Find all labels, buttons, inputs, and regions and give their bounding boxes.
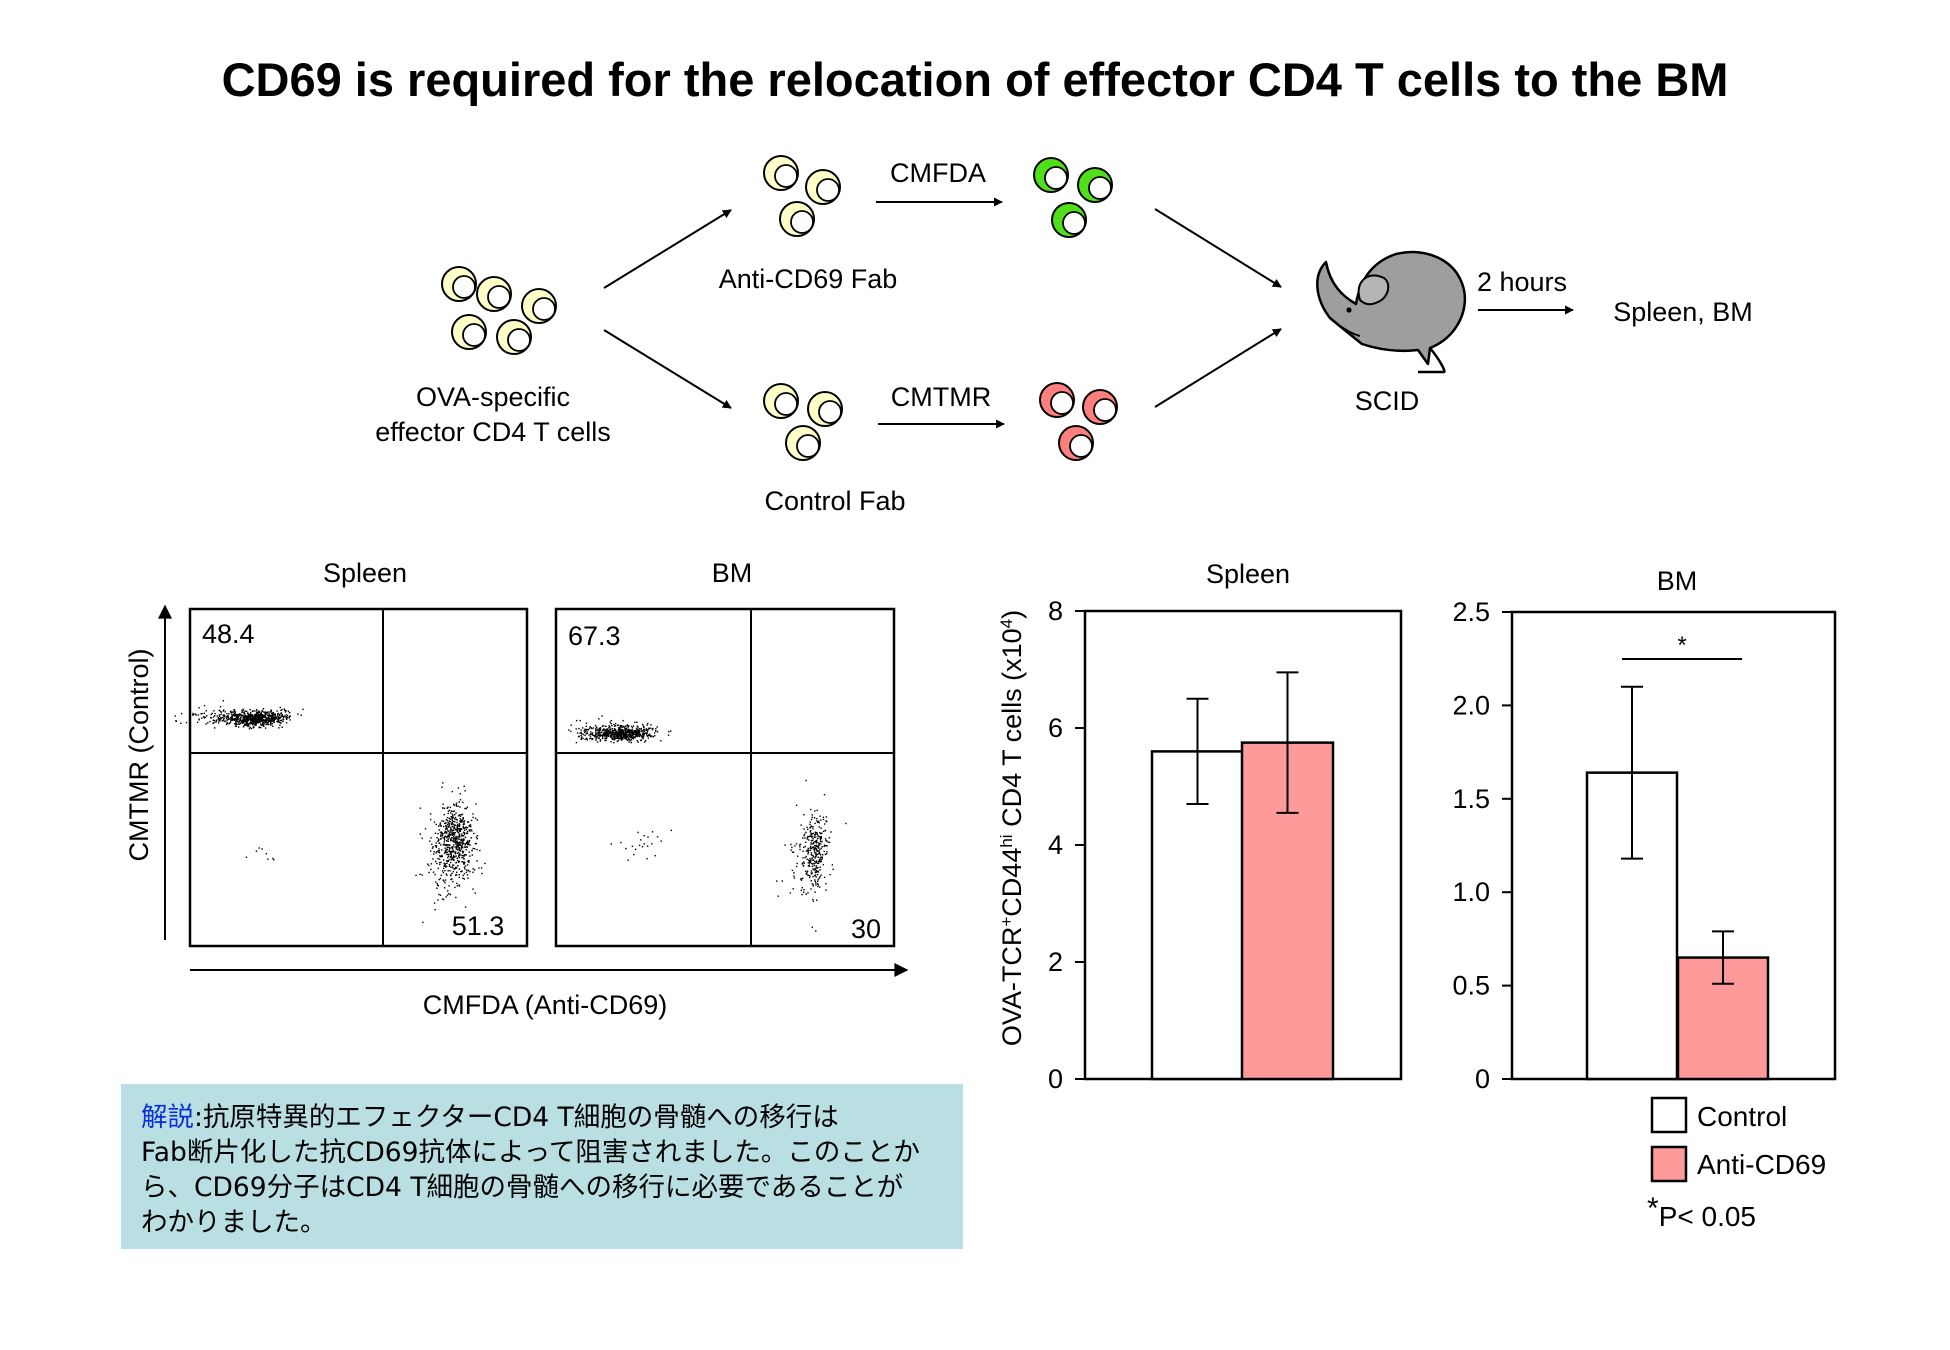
cmfda-labeled-cell-cluster	[1033, 157, 1113, 238]
cell-icon	[779, 201, 815, 237]
significance-star: *	[1677, 632, 1686, 659]
flow-x-axis-label: CMFDA (Anti-CD69)	[423, 990, 668, 1020]
legend-pvalue-text: P< 0.05	[1659, 1201, 1756, 1232]
cell-icon	[521, 288, 557, 324]
bar-chart-spleen: 0 2 4 6 8	[1048, 596, 1403, 1094]
bm-upper-left-percent: 67.3	[568, 621, 621, 651]
y-tick-label: 2.0	[1452, 690, 1490, 720]
legend-pvalue-star: *	[1647, 1192, 1659, 1225]
legend-anti-cd69-swatch	[1650, 1145, 1688, 1183]
spleen-lower-right-percent: 51.3	[452, 911, 505, 941]
legend: Control Anti-CD69 *P< 0.05	[1647, 1096, 1826, 1232]
flow-plot-bm	[554, 607, 896, 948]
cmfda-label: CMFDA	[890, 158, 986, 188]
bm-lower-right-percent: 30	[851, 914, 881, 944]
y-tick-label: 0	[1048, 1064, 1063, 1094]
note-line-1-text: :抗原特異的エフェクターCD4 T細胞の骨髄への移行は	[194, 1102, 839, 1133]
y-tick-label: 0.5	[1452, 971, 1490, 1001]
two-hours-label: 2 hours	[1477, 267, 1567, 297]
cell-icon	[763, 383, 799, 419]
cell-icon	[807, 391, 843, 427]
legend-pvalue: *P< 0.05	[1647, 1192, 1756, 1232]
note-line-4: わかりました。	[141, 1207, 327, 1238]
note-lead: 解説	[141, 1102, 194, 1133]
y-tick-label: 4	[1048, 830, 1063, 860]
source-cells-label-line2: effector CD4 T cells	[375, 417, 611, 447]
cell-icon	[1033, 157, 1069, 193]
cell-icon	[496, 319, 532, 355]
cell-icon	[1051, 202, 1087, 238]
note-line-3: ら、CD69分子はCD4 T細胞の骨髄への移行に必要であることが	[141, 1172, 904, 1203]
control-fab-cell-cluster	[763, 383, 843, 461]
source-cells-label-line1: OVA-specific	[416, 382, 570, 412]
arrow-green-to-mouse	[1154, 208, 1282, 288]
cell-icon	[1082, 389, 1118, 425]
cell-icon	[451, 314, 487, 350]
source-cell-cluster	[441, 266, 557, 355]
legend-control-swatch	[1650, 1096, 1688, 1134]
arrow-red-to-mouse	[1154, 328, 1282, 408]
y-tick-label: 8	[1048, 596, 1063, 626]
bar-control	[1150, 750, 1245, 1081]
anti-cd69-fab-cell-cluster	[763, 155, 841, 237]
note-line-2: Fab断片化した抗CD69抗体によって阻害されました。このことか	[141, 1137, 920, 1168]
explanation-note: 解説:抗原特異的エフェクターCD4 T細胞の骨髄への移行は Fab断片化した抗C…	[121, 1084, 963, 1249]
flow-y-axis-label: CMTMR (Control)	[124, 649, 154, 862]
cell-icon	[763, 155, 799, 191]
flow-title-bm: BM	[712, 558, 753, 588]
scid-label: SCID	[1355, 386, 1420, 416]
y-tick-label: 6	[1048, 713, 1063, 743]
figure-title: CD69 is required for the relocation of e…	[222, 53, 1729, 106]
cmtmr-labeled-cell-cluster	[1039, 382, 1118, 461]
flow-plot-spleen	[164, 607, 529, 948]
mouse-icon	[1316, 250, 1467, 374]
bar-chart-spleen-title: Spleen	[1206, 559, 1290, 589]
bar-chart-bm: 0 0.5 1.0 1.5 2.0 2.5 *	[1452, 597, 1837, 1094]
y-tick-label: 2	[1048, 947, 1063, 977]
cmtmr-label: CMTMR	[891, 382, 991, 412]
cell-icon	[785, 425, 821, 461]
legend-anti-cd69-label: Anti-CD69	[1697, 1149, 1826, 1180]
flow-title-spleen: Spleen	[323, 558, 407, 588]
cell-icon	[1039, 382, 1075, 418]
bar-chart-bm-title: BM	[1657, 566, 1698, 596]
cell-icon	[805, 169, 841, 205]
cell-icon	[1077, 167, 1113, 203]
cell-icon	[441, 266, 477, 302]
anti-cd69-fab-label: Anti-CD69 Fab	[719, 264, 898, 294]
note-line-1: 解説:抗原特異的エフェクターCD4 T細胞の骨髄への移行は	[141, 1100, 941, 1135]
control-fab-label: Control Fab	[764, 486, 905, 516]
spleen-upper-left-percent: 48.4	[202, 619, 255, 649]
y-tick-label: 1.0	[1452, 877, 1490, 907]
y-tick-label: 1.5	[1452, 784, 1490, 814]
y-tick-label: 0	[1475, 1064, 1490, 1094]
arrow-to-anti-cd69	[603, 209, 732, 289]
bar-chart-y-axis-label: OVA-TCR+CD44hi CD4 T cells (x104)	[997, 610, 1028, 1046]
y-tick-label: 2.5	[1452, 597, 1490, 627]
legend-control-label: Control	[1697, 1101, 1787, 1132]
cell-icon	[476, 276, 512, 312]
arrow-to-control-fab	[603, 329, 732, 409]
harvest-label: Spleen, BM	[1613, 297, 1753, 327]
cell-icon	[1058, 425, 1094, 461]
